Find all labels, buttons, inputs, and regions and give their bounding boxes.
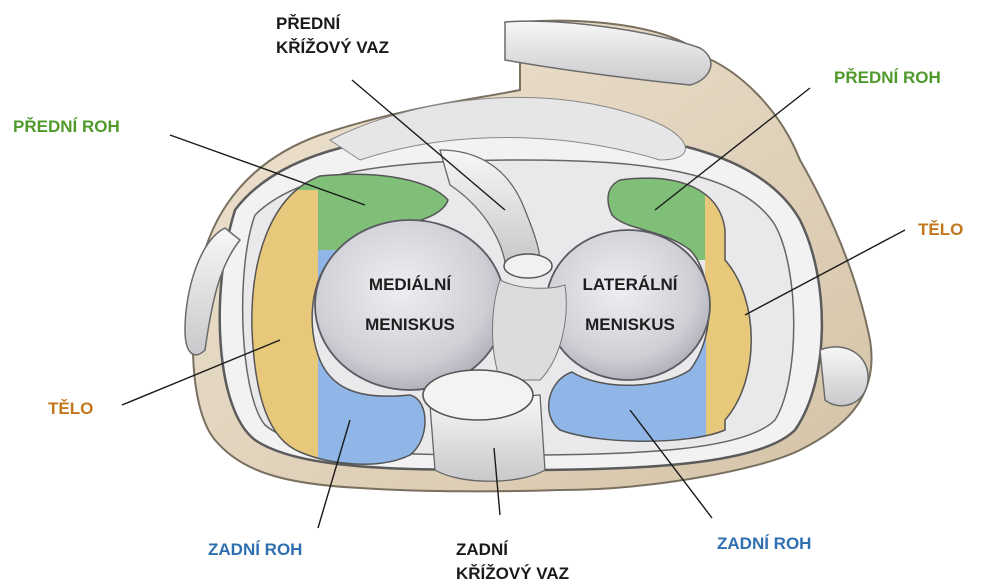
label-pcl: ZADNÍ KŘÍŽOVÝ VAZ (456, 538, 569, 586)
label-medial-meniscus: MEDIÁLNÍ MENISKUS (340, 265, 480, 345)
label-body-left: TĚLO (48, 397, 93, 421)
label-anterior-horn-left: PŘEDNÍ ROH (13, 115, 120, 139)
label-lateral-meniscus: LATERÁLNÍ MENISKUS (560, 265, 700, 345)
label-anterior-horn-right: PŘEDNÍ ROH (834, 66, 941, 90)
pcl-stump (423, 370, 533, 420)
label-acl: PŘEDNÍ KŘÍŽOVÝ VAZ (276, 12, 389, 60)
label-posterior-horn-right: ZADNÍ ROH (717, 532, 811, 556)
label-posterior-horn-left: ZADNÍ ROH (208, 538, 302, 562)
label-body-right: TĚLO (918, 218, 963, 242)
acl-stump (504, 254, 552, 278)
